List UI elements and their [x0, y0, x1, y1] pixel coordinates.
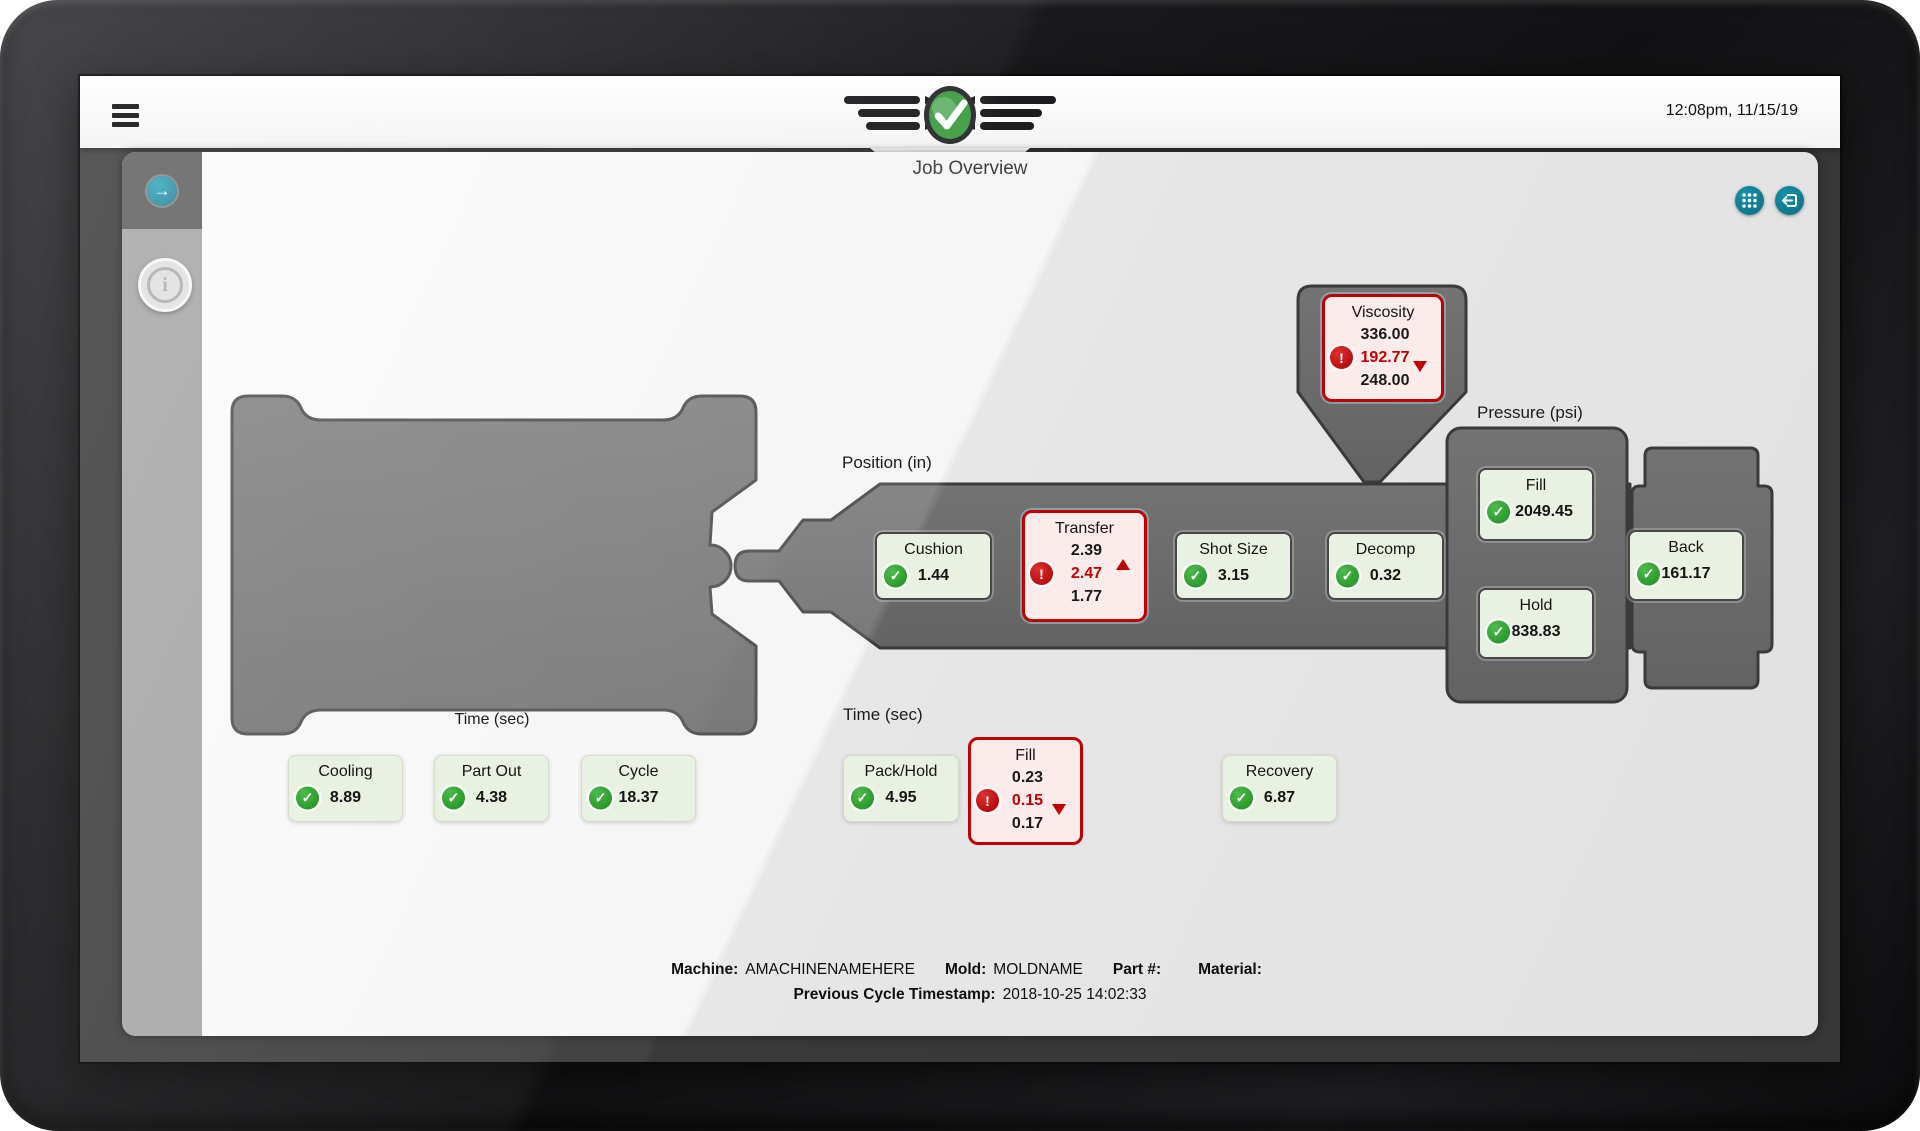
check-icon: ✓: [884, 564, 907, 588]
check-icon: ✓: [296, 786, 319, 810]
decomp-card[interactable]: Decomp ✓ 0.32: [1327, 532, 1444, 600]
viscosity-card[interactable]: Viscosity 336.00 ! 192.77 248.00: [1322, 294, 1444, 402]
card-value: 4.38: [475, 789, 508, 806]
fill-time-card[interactable]: Fill 0.23 ! 0.15 0.17: [968, 737, 1083, 845]
card-title: Pack/Hold: [864, 763, 938, 780]
check-icon: ✓: [442, 786, 465, 810]
card-title: Part Out: [461, 763, 522, 780]
card-value: 18.37: [618, 789, 659, 806]
injection-time-section-label: Time (sec): [843, 705, 923, 724]
clock-text: 12:08pm, 11/15/19: [1665, 102, 1798, 119]
position-section-label: Position (in): [842, 453, 932, 472]
menu-icon[interactable]: [112, 104, 139, 128]
actual-value: 192.77: [1360, 349, 1410, 366]
material-label: Material:: [1198, 961, 1262, 978]
sidebar: → i: [122, 152, 202, 1036]
app-logo-wings-check-icon: [844, 86, 1056, 144]
trend-up-icon: [1116, 541, 1130, 570]
card-title: Cushion: [904, 541, 963, 558]
card-value: 4.95: [885, 789, 917, 806]
top-bar: 12:08pm, 11/15/19: [80, 76, 1840, 148]
actual-value: 0.15: [1011, 792, 1044, 809]
card-value: 8.89: [329, 789, 362, 806]
grid-menu-button[interactable]: [1735, 186, 1764, 215]
limit-value: 1.77: [1070, 588, 1103, 605]
cooling-card[interactable]: Cooling ✓ 8.89: [288, 755, 403, 822]
shot-size-card[interactable]: Shot Size ✓ 3.15: [1175, 532, 1292, 600]
card-title: Decomp: [1355, 541, 1416, 558]
mold-value: MOLDNAME: [993, 961, 1083, 978]
page-title: Job Overview: [912, 158, 1028, 179]
card-title: Recovery: [1245, 763, 1314, 780]
trend-down-icon: [1052, 803, 1066, 832]
trend-down-icon: [1413, 360, 1427, 389]
pack-hold-card[interactable]: Pack/Hold ✓ 4.95: [843, 755, 959, 822]
card-title: Transfer: [1055, 520, 1114, 537]
back-pressure-card[interactable]: Back ✓ 161.17: [1628, 530, 1744, 601]
check-icon: ✓: [851, 786, 874, 810]
export-icon: [1782, 194, 1797, 207]
sidebar-top: →: [122, 152, 202, 229]
card-title: Viscosity: [1351, 304, 1415, 321]
mold-label: Mold:: [944, 961, 987, 978]
recovery-card[interactable]: Recovery ✓ 6.87: [1222, 755, 1337, 822]
machine-value: AMACHINENAMEHERE: [745, 961, 915, 978]
card-title: Hold: [1519, 597, 1553, 614]
card-title: Fill: [1015, 747, 1036, 764]
arrow-right-icon: →: [153, 181, 171, 200]
transfer-card[interactable]: Transfer 2.39 ! 2.47 1.77: [1022, 510, 1147, 622]
check-icon: ✓: [1637, 562, 1660, 586]
card-title: Back: [1668, 539, 1704, 556]
limit-value: 248.00: [1360, 372, 1410, 389]
cycle-card[interactable]: Cycle ✓ 18.37: [581, 755, 696, 822]
check-icon: ✓: [1230, 786, 1253, 810]
card-value: 6.87: [1263, 789, 1296, 806]
info-button[interactable]: i: [138, 258, 192, 312]
grid-icon: [1742, 193, 1757, 208]
prev-cycle-timestamp-value: 2018-10-25 14:02:33: [1002, 986, 1147, 1003]
limit-value: 0.17: [1011, 815, 1044, 832]
fill-pressure-card[interactable]: Fill ✓ 2049.45: [1478, 468, 1594, 541]
clamp-time-section-label: Time (sec): [454, 711, 530, 728]
check-icon: ✓: [1184, 564, 1207, 588]
actual-value: 2.47: [1070, 565, 1103, 582]
check-icon: ✓: [1487, 500, 1510, 524]
export-button[interactable]: [1775, 186, 1804, 215]
part-number-label: Part #:: [1112, 961, 1162, 978]
pressure-section-label: Pressure (psi): [1477, 403, 1583, 422]
hold-pressure-card[interactable]: Hold ✓ 838.83: [1478, 588, 1594, 659]
check-icon: ✓: [1336, 564, 1359, 588]
part-out-card[interactable]: Part Out ✓ 4.38: [434, 755, 549, 822]
alert-icon: !: [1030, 562, 1053, 585]
card-title: Shot Size: [1199, 541, 1268, 558]
alert-icon: !: [1330, 346, 1353, 369]
prev-cycle-timestamp-label: Previous Cycle Timestamp:: [793, 986, 996, 1003]
job-info-footer: Machine: AMACHINENAMEHERE Mold: MOLDNAME P…: [122, 961, 1818, 1004]
machine-label: Machine:: [671, 961, 739, 978]
check-icon: ✓: [1487, 620, 1510, 644]
cushion-card[interactable]: Cushion ✓ 1.44: [875, 532, 992, 600]
card-title: Cooling: [318, 763, 373, 780]
setpoint-value: 2.39: [1070, 542, 1103, 559]
check-icon: ✓: [589, 786, 612, 810]
setpoint-value: 336.00: [1360, 326, 1410, 343]
card-title: Fill: [1525, 477, 1547, 494]
info-icon: i: [147, 267, 183, 303]
expand-arrow-button[interactable]: →: [147, 176, 177, 206]
card-title: Cycle: [618, 763, 659, 780]
setpoint-value: 0.23: [1011, 769, 1044, 786]
alert-icon: !: [976, 789, 999, 812]
